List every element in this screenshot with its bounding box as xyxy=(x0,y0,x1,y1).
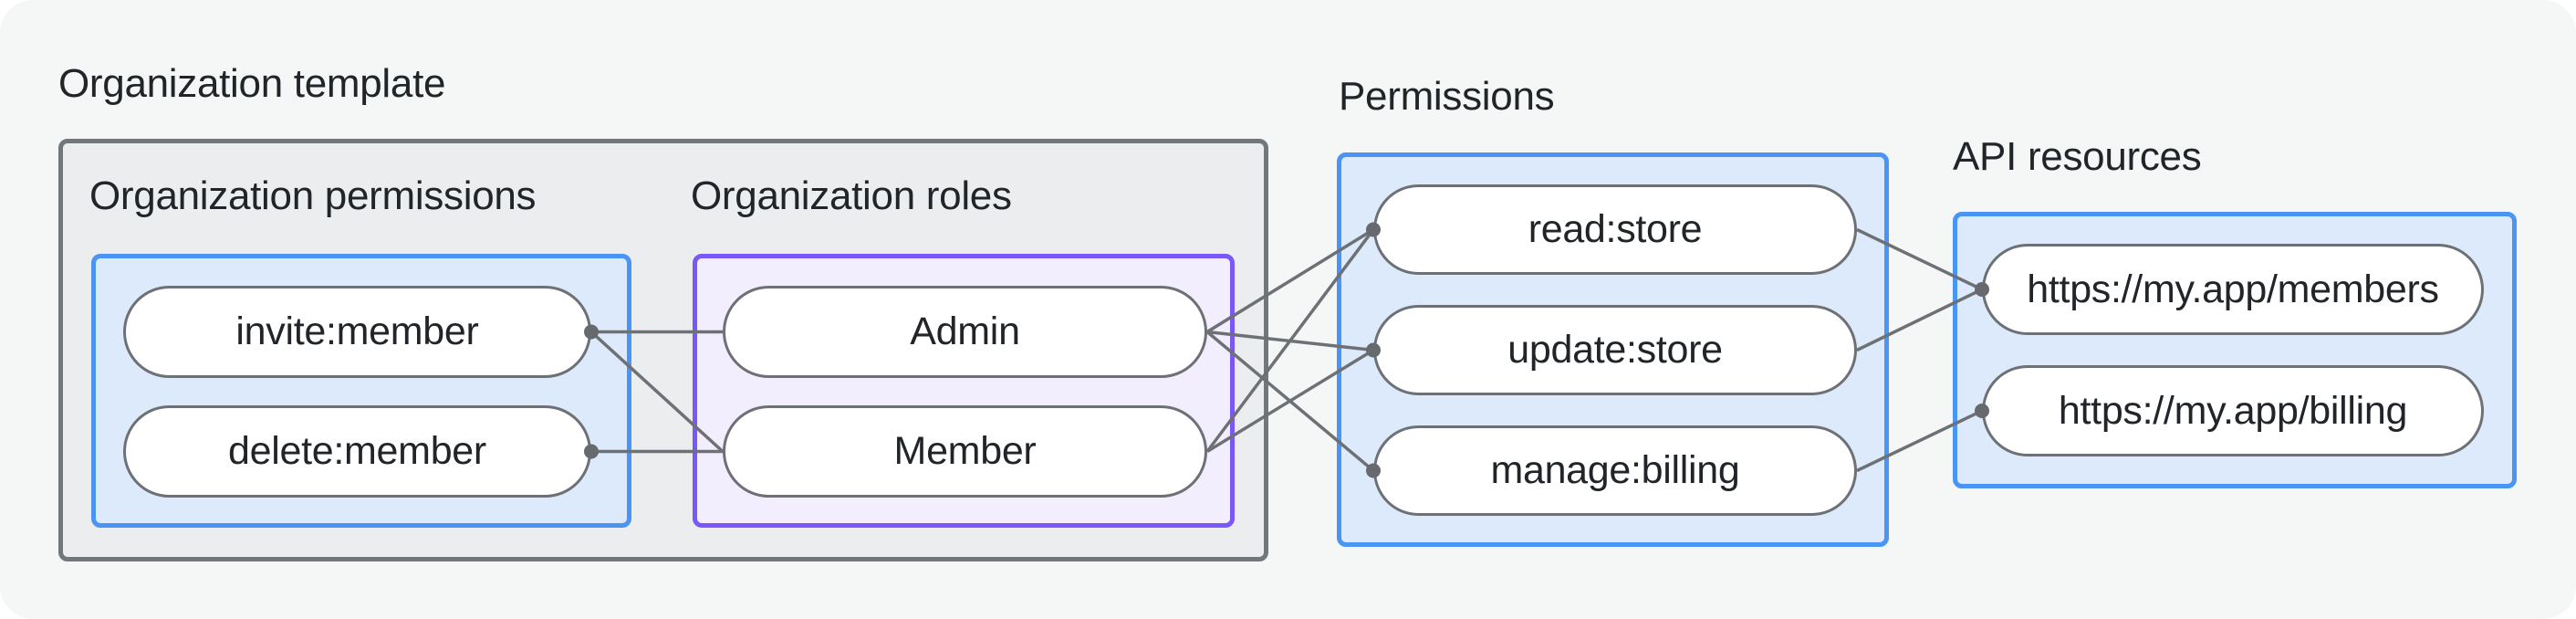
node-label-read: read:store xyxy=(1528,207,1703,251)
node-label-invite: invite:member xyxy=(235,310,479,353)
node-pill-delete: delete:member xyxy=(123,405,591,498)
node-label-members-api: https://my.app/members xyxy=(2027,267,2439,311)
node-label-billing-api: https://my.app/billing xyxy=(2058,388,2408,433)
node-pill-member: Member xyxy=(723,405,1207,498)
organization-roles-label: Organization roles xyxy=(691,173,1012,218)
organization-permissions-label: Organization permissions xyxy=(89,173,537,218)
node-label-admin: Admin xyxy=(910,310,1020,353)
node-pill-manage: manage:billing xyxy=(1373,425,1857,516)
node-pill-read: read:store xyxy=(1373,184,1857,275)
node-label-update: update:store xyxy=(1507,328,1723,372)
node-label-manage: manage:billing xyxy=(1490,448,1740,492)
node-pill-update: update:store xyxy=(1373,305,1857,395)
node-pill-members-api: https://my.app/members xyxy=(1982,244,2484,335)
node-pill-admin: Admin xyxy=(723,286,1207,378)
api-resources-label: API resources xyxy=(1953,134,2202,179)
node-pill-invite: invite:member xyxy=(123,286,591,378)
node-pill-billing-api: https://my.app/billing xyxy=(1982,365,2484,456)
node-label-member: Member xyxy=(893,429,1037,473)
organization-template-label: Organization template xyxy=(58,61,446,106)
permissions-label: Permissions xyxy=(1339,74,1555,119)
node-label-delete: delete:member xyxy=(228,429,486,473)
